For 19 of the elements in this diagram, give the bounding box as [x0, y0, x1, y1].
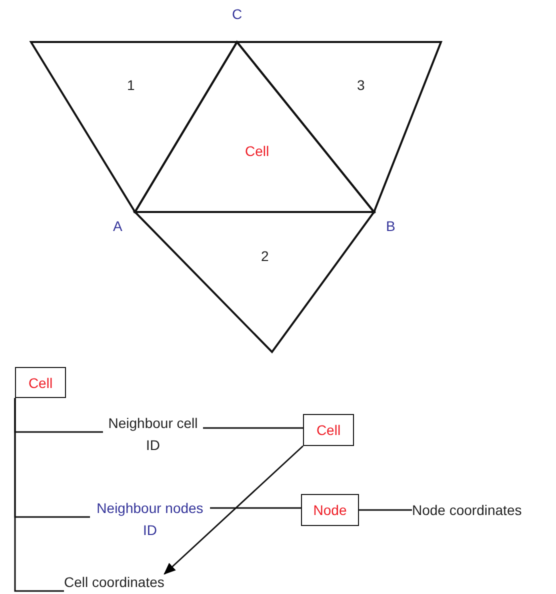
- vertex-label: B: [386, 218, 396, 235]
- cell-label: 1: [127, 77, 135, 94]
- arrow: [164, 445, 304, 575]
- labelled-box: Node: [301, 494, 359, 526]
- vertex-label: C: [232, 6, 242, 23]
- vertex-label: A: [113, 218, 122, 235]
- item-label: Node coordinates: [412, 502, 522, 519]
- item-label: Neighbour nodes ID: [90, 497, 210, 541]
- labelled-box: Cell: [15, 367, 66, 398]
- connector-line: [203, 427, 303, 429]
- item-label: Neighbour cell ID: [103, 412, 203, 456]
- connector-line: [14, 398, 64, 592]
- cell-label: 3: [357, 77, 365, 94]
- connector-line: [210, 507, 301, 509]
- cell-label: Cell: [245, 143, 270, 160]
- cell-label: 2: [261, 248, 269, 265]
- labelled-box: Cell: [303, 414, 354, 446]
- connector-line: [359, 509, 412, 511]
- item-label: Cell coordinates: [64, 574, 164, 591]
